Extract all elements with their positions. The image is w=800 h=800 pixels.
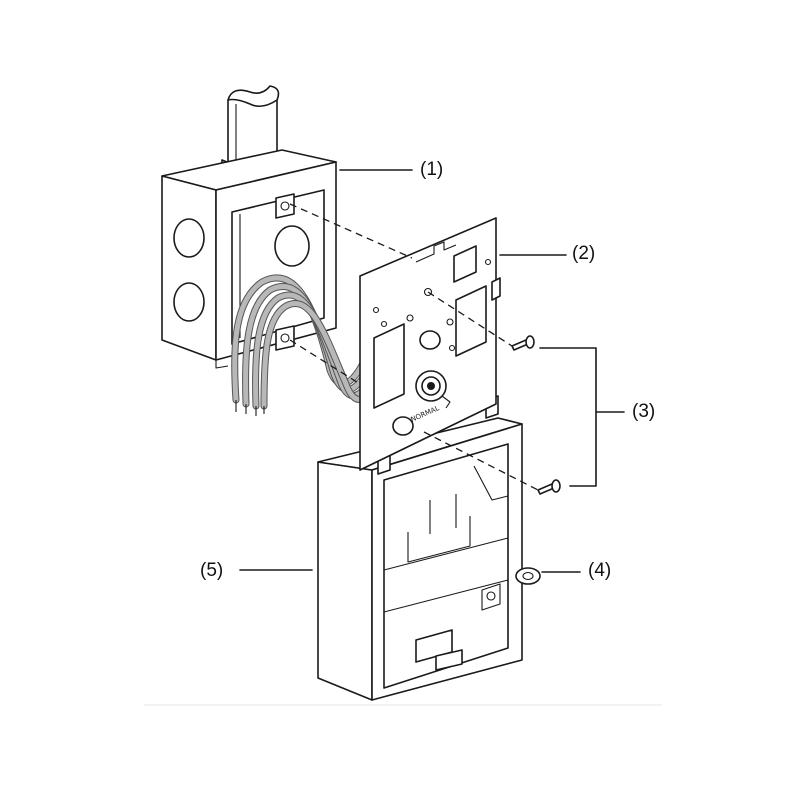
callout-3: (3): [632, 401, 656, 422]
screw-lower: [537, 479, 561, 495]
keyswitch: [415, 370, 451, 409]
callout-5: (5): [200, 560, 224, 581]
housing: [317, 395, 523, 701]
assembly-line-screw-lower: [423, 431, 539, 491]
assembly-line-screw-upper: [427, 291, 513, 347]
screw-upper: [511, 335, 535, 351]
mounting-eyelet: [515, 567, 541, 585]
leader-bracket-3: [539, 347, 625, 487]
callout-4: (4): [588, 560, 612, 581]
callout-1: (1): [420, 159, 444, 180]
mounting-plate: NORMAL: [359, 217, 501, 471]
callout-2: (2): [572, 243, 596, 264]
assembly-line-upper: [289, 203, 413, 259]
assembly-line-lower: [289, 339, 361, 385]
